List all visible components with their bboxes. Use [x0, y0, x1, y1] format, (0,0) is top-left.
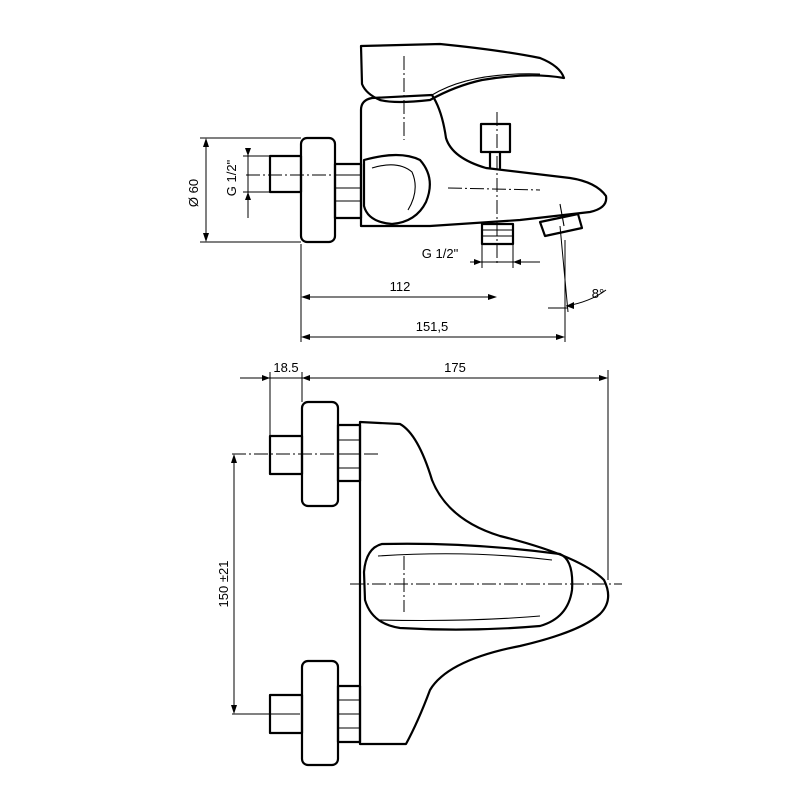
- side-inlet-pipe: [268, 154, 303, 194]
- top-view: 150 ±21 18.5 175: [216, 360, 622, 767]
- dim-inlet-thread: G 1/2": [224, 159, 239, 196]
- dim-length-151-5: 151,5: [416, 319, 449, 334]
- side-view: Ø 60 G 1/2" G 1/2" 112 151,5 8°: [186, 42, 608, 342]
- side-aerator: [538, 212, 584, 238]
- side-wall-flange: [299, 136, 337, 244]
- top-lever-handle: [362, 542, 574, 631]
- dim-outlet-thread: G 1/2": [422, 246, 459, 261]
- dim-center-distance: 150 ±21: [216, 561, 231, 608]
- top-upper-inlet: [268, 434, 304, 476]
- dim-width-18-5: 18.5: [273, 360, 298, 375]
- side-diverter-knob: [362, 153, 431, 226]
- side-diverter-button: [479, 122, 512, 154]
- side-body: [359, 93, 608, 228]
- side-lever-handle: [359, 42, 566, 104]
- top-upper-nut: [336, 423, 362, 483]
- top-lower-flange: [300, 659, 340, 767]
- side-nut: [333, 162, 363, 220]
- top-body: [358, 420, 610, 746]
- dim-width-175: 175: [444, 360, 466, 375]
- dim-angle-8: 8°: [592, 286, 604, 301]
- dim-length-112: 112: [390, 279, 411, 294]
- dim-diameter-60: Ø 60: [186, 179, 201, 207]
